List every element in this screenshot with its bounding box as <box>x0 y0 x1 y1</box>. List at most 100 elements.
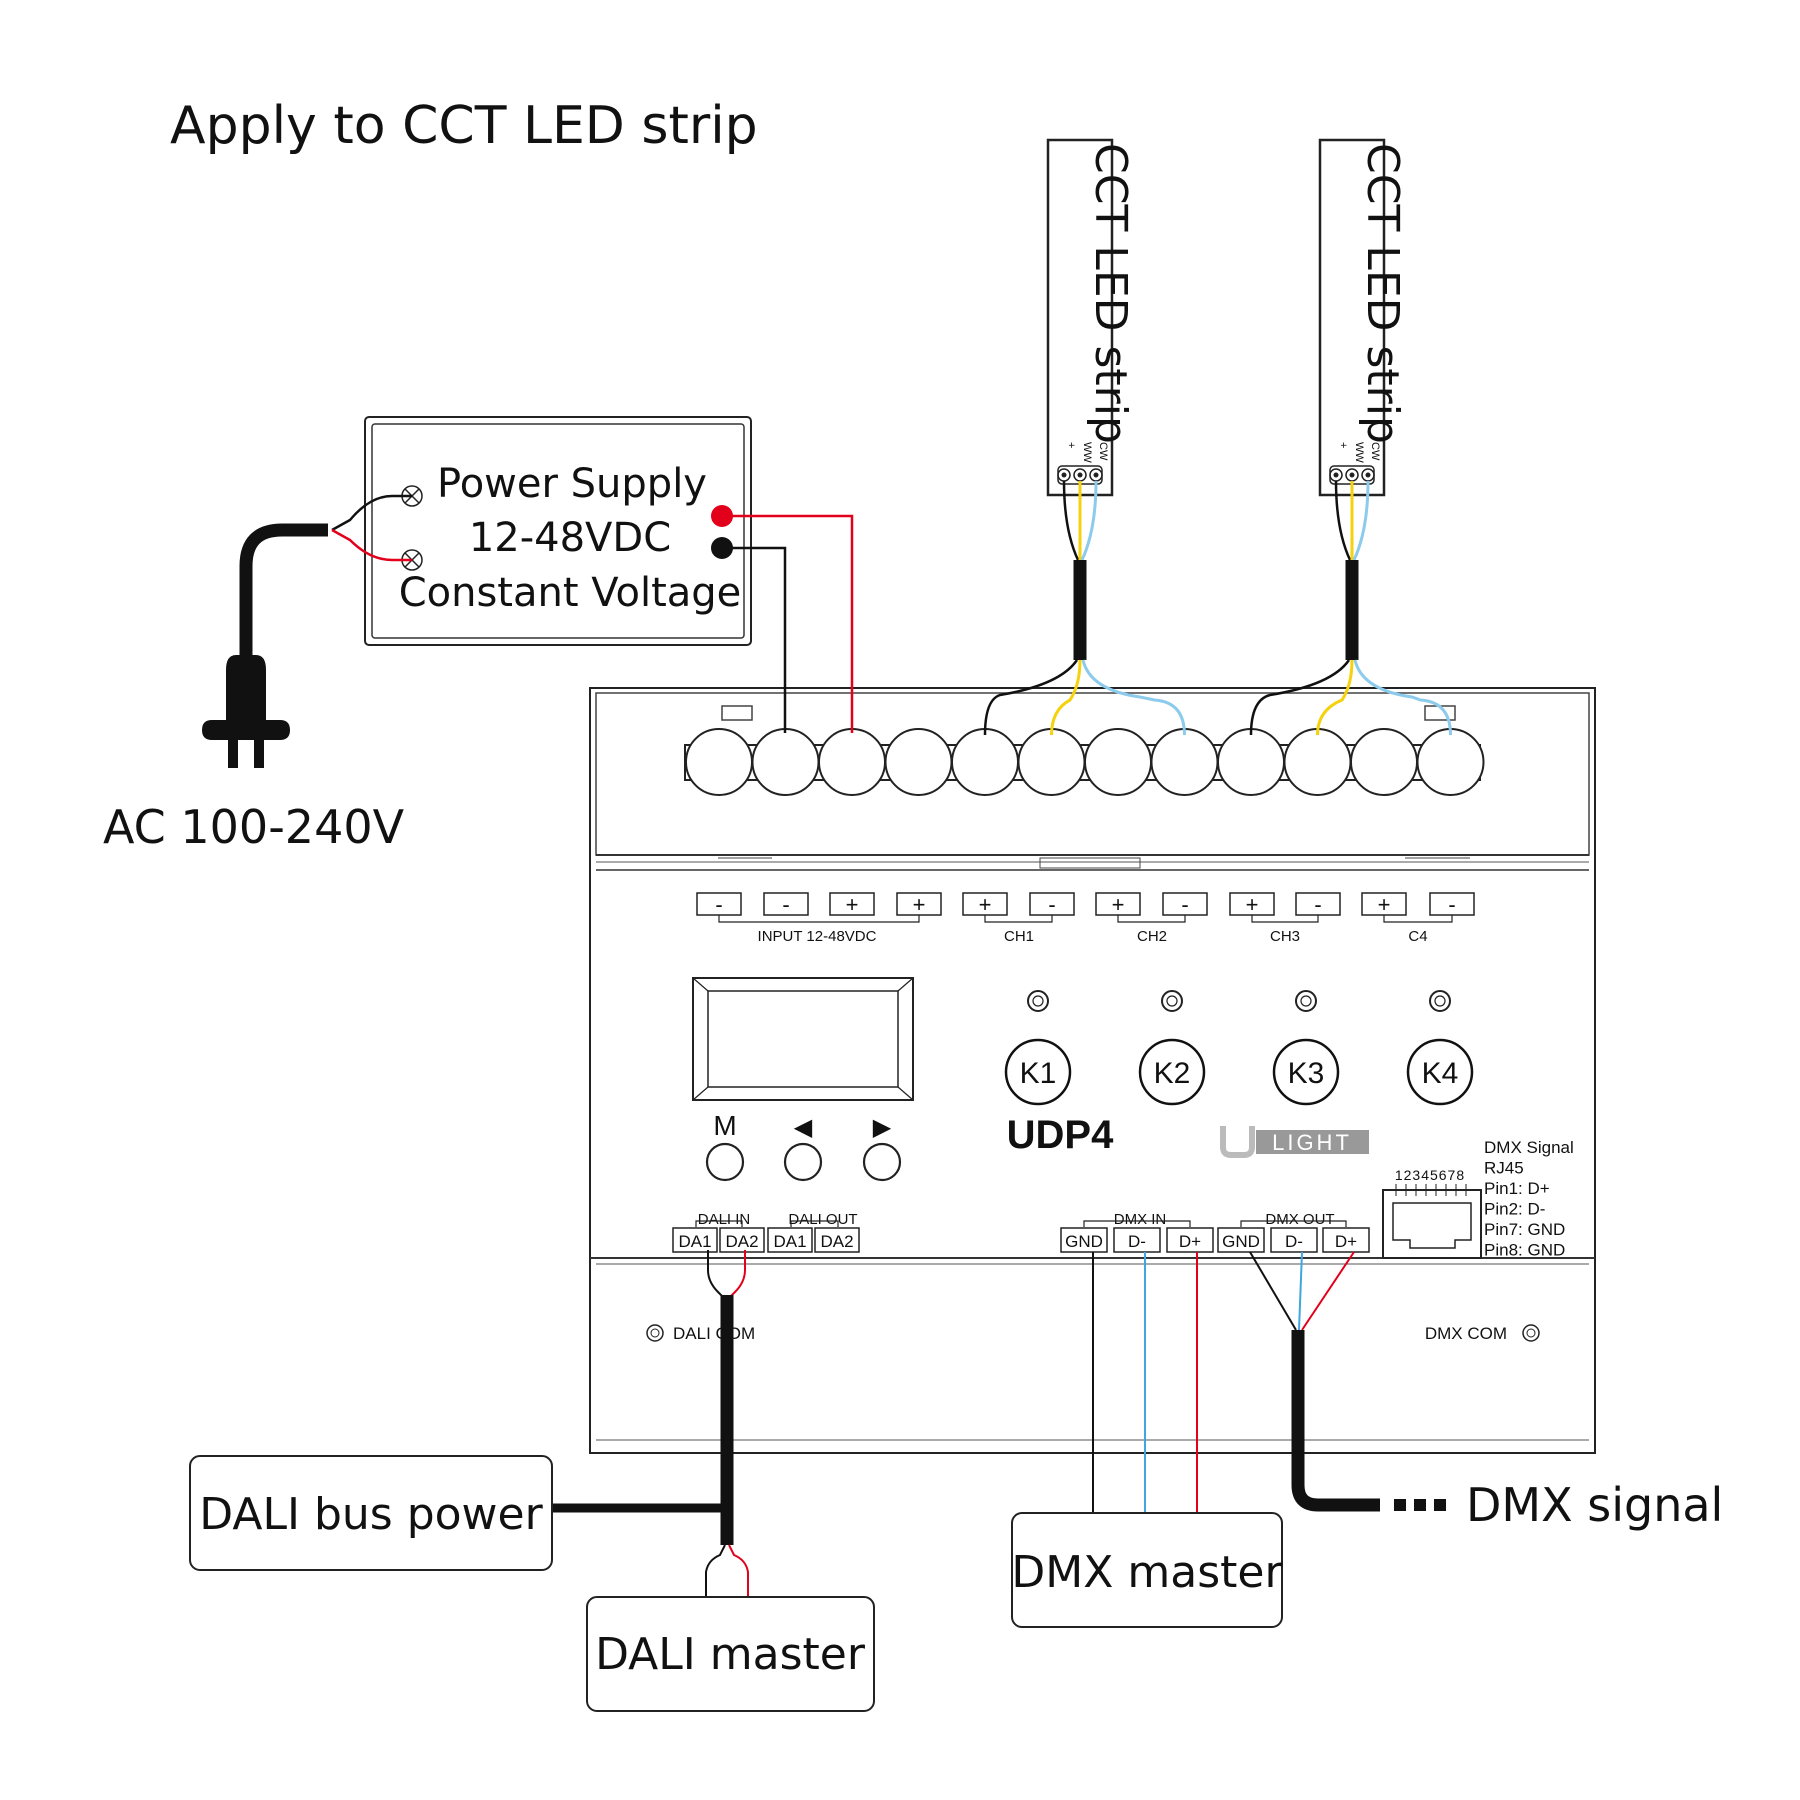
led-strip-pin-label: + <box>1337 442 1349 448</box>
rj45-info-line: Pin2: D- <box>1484 1200 1545 1219</box>
dali-cable <box>552 1250 749 1597</box>
rj45-port: 12345678 <box>1382 1167 1482 1259</box>
brand-logo: LIGHT <box>1220 1126 1369 1158</box>
dali-terminals: DA1 DA2 DA1 DA2 <box>672 1220 860 1253</box>
key-label-4: K4 <box>1422 1057 1459 1090</box>
dali-com-label: DALI COM <box>673 1324 755 1343</box>
channel-label-3: CH3 <box>1270 928 1300 945</box>
dc-negative-wire <box>722 546 787 733</box>
channel-label-4: C4 <box>1408 928 1427 945</box>
led-strip-pin-label: CW <box>1097 442 1109 461</box>
terminal-sign: + <box>1378 892 1391 917</box>
key-label-1: K1 <box>1020 1057 1057 1090</box>
dali-terminal-label: DA1 <box>773 1232 806 1251</box>
dmx-terminal-label: D- <box>1285 1232 1303 1251</box>
dmx-master-box: DMX master <box>1011 1512 1283 1628</box>
terminal-sign: - <box>782 892 789 917</box>
led-strip-label: CCT LED strip <box>1085 143 1136 444</box>
key-button-3[interactable] <box>1272 1038 1340 1106</box>
rj45-info-line: Pin8: GND <box>1484 1241 1565 1260</box>
rj45-info-line: RJ45 <box>1484 1159 1524 1178</box>
dali-master-label: DALI master <box>595 1629 866 1680</box>
brand-text: LIGHT <box>1272 1130 1352 1155</box>
power-supply-line2: 12-48VDC <box>469 515 671 561</box>
lcd-display <box>692 977 914 1101</box>
dali-terminal-label: DA2 <box>725 1232 758 1251</box>
terminal-label-row: --+++-+-+-+- <box>696 892 1475 923</box>
dali-out-label: DALI OUT <box>788 1211 857 1228</box>
terminal-sign: - <box>1048 892 1055 917</box>
terminal-sign: - <box>1314 892 1321 917</box>
ac-plug-icon <box>202 655 290 768</box>
power-supply-line1: Power Supply <box>437 461 707 507</box>
indicator-led-3 <box>1295 990 1317 1012</box>
rj45-info-line: Pin7: GND <box>1484 1220 1565 1239</box>
terminal-sign: + <box>979 892 992 917</box>
right-button-label: ▶ <box>873 1114 892 1141</box>
terminal-sign: + <box>846 892 859 917</box>
key-label-3: K3 <box>1288 1057 1325 1090</box>
model-label: UDP4 <box>1007 1113 1114 1157</box>
rj45-info-line: DMX Signal <box>1484 1138 1574 1157</box>
left-button-label: ◀ <box>794 1114 813 1141</box>
dmx-out-label: DMX OUT <box>1265 1211 1334 1228</box>
dmx-master-label: DMX master <box>1011 1547 1283 1598</box>
rj45-pin-numbers: 12345678 <box>1395 1167 1465 1183</box>
dali-terminal-label: DA2 <box>820 1232 853 1251</box>
led-strip-pin-label: WW <box>1081 442 1093 463</box>
indicator-led-1 <box>1027 990 1049 1012</box>
led-strip-pin-label: WW <box>1353 442 1365 463</box>
dali-master-box: DALI master <box>586 1596 875 1712</box>
key-button-1[interactable] <box>1004 1038 1072 1106</box>
dmx-in-label: DMX IN <box>1114 1211 1167 1228</box>
terminal-sign: + <box>1246 892 1259 917</box>
ac-cable <box>239 494 412 670</box>
channel-labels: CH1 CH2 CH3 C4 <box>1004 928 1428 945</box>
dali-terminal-label: DA1 <box>678 1232 711 1251</box>
led-strip-pin-label: + <box>1065 442 1077 448</box>
channel-label-2: CH2 <box>1137 928 1167 945</box>
left-button[interactable] <box>783 1142 823 1182</box>
dmx-out-cable <box>1249 1251 1446 1512</box>
power-supply-line3: Constant Voltage <box>399 570 742 616</box>
led-strip-label: CCT LED strip <box>1357 143 1408 444</box>
right-button[interactable] <box>862 1142 902 1182</box>
dc-positive-wire <box>722 514 854 733</box>
screw-terminal-block <box>684 728 1485 796</box>
terminal-sign: - <box>1448 892 1455 917</box>
key-label-2: K2 <box>1154 1057 1191 1090</box>
dmx-terminal-label: GND <box>1222 1232 1260 1251</box>
dmx-terminal-label: D+ <box>1335 1232 1357 1251</box>
dmx-terminal-label: D+ <box>1179 1232 1201 1251</box>
terminal-sign: + <box>1112 892 1125 917</box>
terminal-sign: - <box>715 892 722 917</box>
dali-com: DALI COM <box>646 1324 755 1343</box>
indicator-led-2 <box>1161 990 1183 1012</box>
dali-bus-power-label: DALI bus power <box>199 1489 543 1540</box>
dali-in-label: DALI IN <box>698 1211 751 1228</box>
diagram-title: Apply to CCT LED strip <box>170 96 758 156</box>
dmx-master-wires <box>1092 1252 1198 1513</box>
channel-label-1: CH1 <box>1004 928 1034 945</box>
power-supply: Power Supply 12-48VDC Constant Voltage <box>364 416 752 646</box>
terminal-sign: - <box>1181 892 1188 917</box>
menu-buttons: M ◀ ▶ <box>705 1110 902 1182</box>
m-button-label: M <box>713 1110 736 1141</box>
key-button-4[interactable] <box>1406 1038 1474 1106</box>
ac-voltage-label: AC 100-240V <box>103 800 405 854</box>
led-strip-pin-label: CW <box>1369 442 1381 461</box>
channel-keys: K1 K2 K3 K4 <box>1004 990 1474 1106</box>
dmx-com: DMX COM <box>1425 1324 1540 1343</box>
m-button[interactable] <box>705 1142 745 1182</box>
dmx-terminal-label: GND <box>1065 1232 1103 1251</box>
rj45-info-line: Pin1: D+ <box>1484 1179 1550 1198</box>
indicator-led-4 <box>1429 990 1451 1012</box>
dmx-com-label: DMX COM <box>1425 1324 1507 1343</box>
dmx-signal-label: DMX signal <box>1466 1478 1723 1532</box>
key-button-2[interactable] <box>1138 1038 1206 1106</box>
